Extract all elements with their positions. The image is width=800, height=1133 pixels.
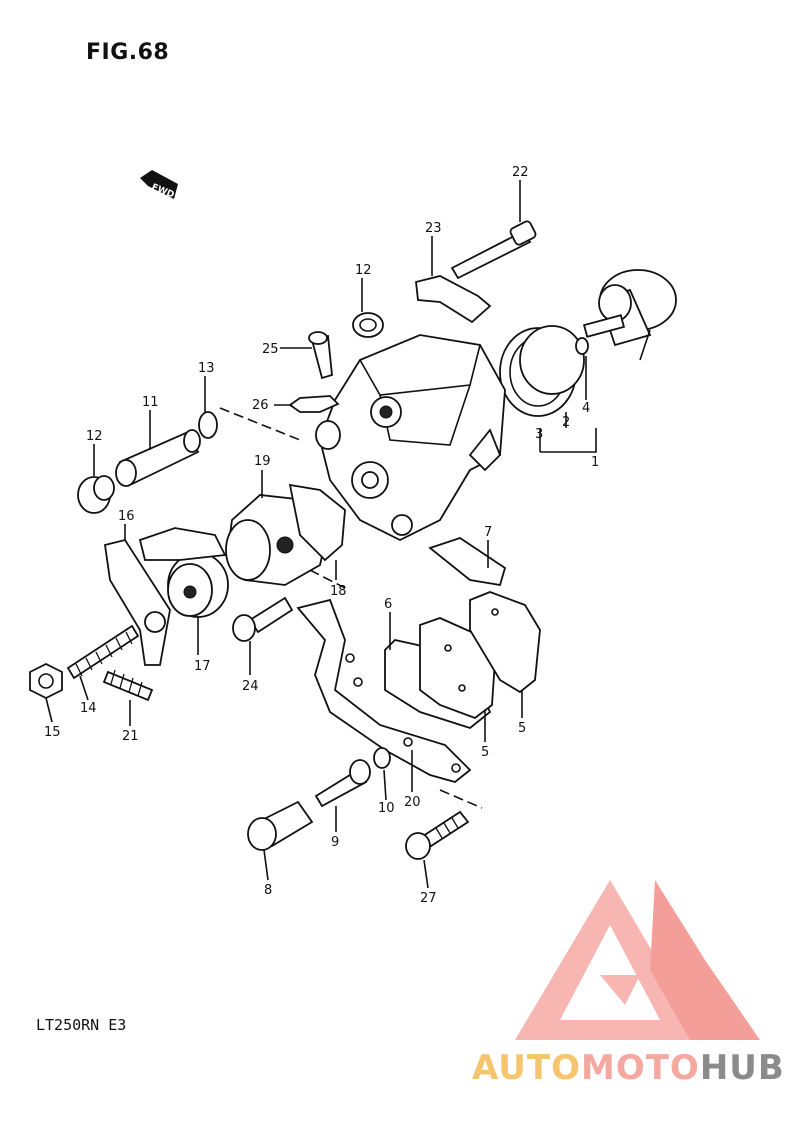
watermark-part-moto: MOTO	[580, 1048, 700, 1088]
callout-12-top: 12	[355, 263, 372, 278]
watermark-logo	[515, 880, 760, 1040]
callout-18: 18	[330, 584, 347, 599]
callout-6: 6	[384, 597, 392, 612]
cap-part-26	[288, 395, 340, 413]
ring-part-13	[198, 411, 218, 439]
callout-22: 22	[512, 165, 529, 180]
callout-1: 1	[591, 455, 599, 470]
callout-13: 13	[198, 361, 215, 376]
callout-26: 26	[252, 398, 269, 413]
pin-part-11	[115, 429, 201, 487]
callout-24: 24	[242, 679, 259, 694]
callout-16: 16	[118, 509, 135, 524]
callout-27: 27	[420, 891, 437, 906]
callout-4: 4	[582, 401, 590, 416]
pin-part-9	[314, 759, 371, 808]
callout-3: 3	[535, 427, 543, 442]
figure-title: FIG.68	[86, 40, 170, 65]
bolt-part-24	[232, 596, 294, 642]
bracket-part-20	[296, 598, 472, 783]
clip-part-7	[428, 537, 507, 587]
callout-9: 9	[331, 835, 339, 850]
lever-part-16	[103, 527, 227, 666]
callout-11: 11	[142, 395, 159, 410]
callout-5-rear: 5	[518, 721, 526, 736]
nut-part-15	[29, 662, 63, 700]
forward-arrow-icon: FWD	[140, 170, 178, 201]
callout-15: 15	[44, 725, 61, 740]
washer-part-10	[373, 747, 391, 769]
callout-17: 17	[194, 659, 211, 674]
callout-5-front: 5	[481, 745, 489, 760]
callout-14: 14	[80, 701, 97, 716]
pin-part-8	[247, 800, 314, 851]
pad-part-5-rear	[469, 591, 541, 694]
boot-part-12-top	[352, 312, 384, 338]
callout-7: 7	[484, 525, 492, 540]
seal-part-2	[519, 325, 585, 395]
bolt-part-27	[405, 810, 470, 860]
watermark-part-auto: AUTO	[472, 1048, 581, 1088]
bleeder-part-25	[308, 331, 333, 380]
callout-21: 21	[122, 729, 139, 744]
gasket-part-18	[288, 483, 346, 562]
caliper-body	[315, 334, 506, 542]
callout-25: 25	[262, 342, 279, 357]
callout-23: 23	[425, 221, 442, 236]
callout-10: 10	[378, 801, 395, 816]
leader-lines	[45, 180, 651, 889]
spring-part-21	[102, 669, 154, 702]
watermark-part-hub: HUB	[699, 1048, 785, 1088]
pad-part-5-front	[419, 617, 496, 720]
ring-part-4	[575, 337, 589, 355]
callout-8: 8	[264, 883, 272, 898]
watermark-text: AUTOMOTOHUB	[472, 1048, 785, 1088]
callout-19: 19	[254, 454, 271, 469]
roller-part-17	[167, 552, 229, 618]
piston-part-1	[582, 269, 677, 347]
plate-part-23	[415, 275, 492, 324]
bolt-part-22	[450, 220, 537, 280]
callout-2: 2	[562, 415, 570, 430]
spring-part-14	[66, 624, 140, 680]
boot-part-12-left	[77, 475, 115, 514]
callout-12-left: 12	[86, 429, 103, 444]
callout-20: 20	[404, 795, 421, 810]
model-code: LT250RN E3	[36, 1016, 127, 1034]
